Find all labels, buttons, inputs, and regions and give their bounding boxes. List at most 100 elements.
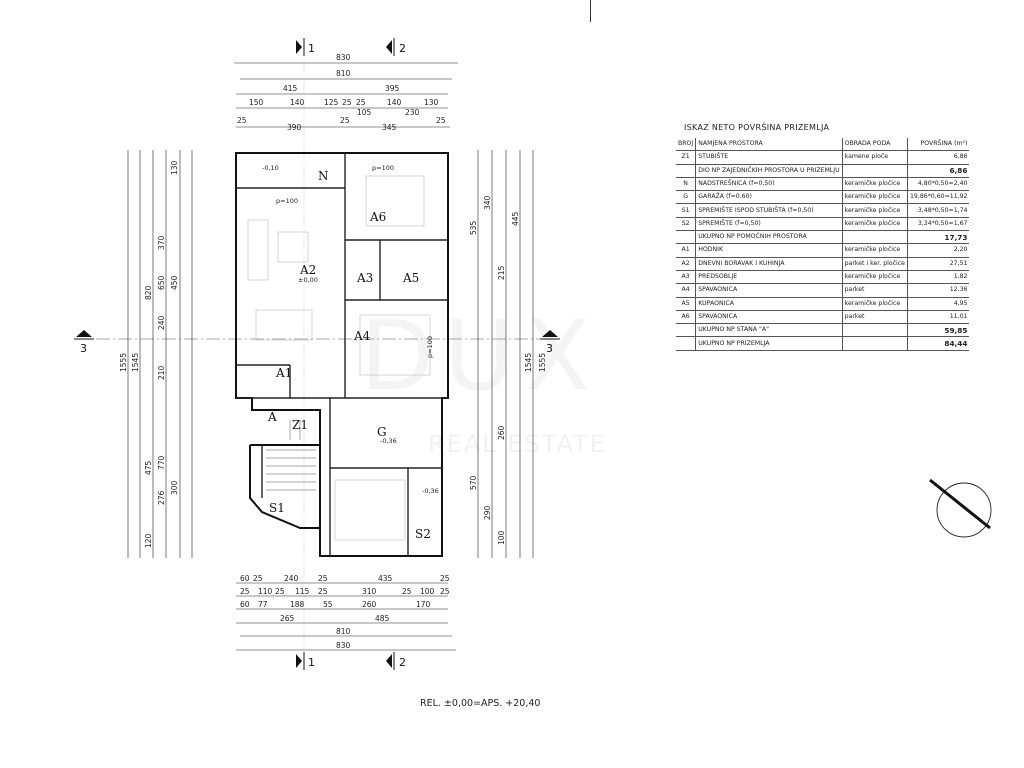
svg-text:110: 110 xyxy=(258,587,273,596)
dim-top-25a: 25 xyxy=(342,98,352,107)
svg-text:820: 820 xyxy=(144,285,153,300)
dim-top-105: 105 xyxy=(357,108,372,117)
svg-text:570: 570 xyxy=(469,475,478,490)
svg-text:240: 240 xyxy=(157,315,166,330)
room-label-n: N xyxy=(318,169,329,183)
dim-bottom-830: 830 xyxy=(336,641,351,650)
dim-top-395: 395 xyxy=(385,84,400,93)
svg-text:300: 300 xyxy=(170,480,179,495)
level-g: -0,36 xyxy=(380,437,397,445)
area-table-header: BROJ NAMJENA PROSTORA OBRADA PODA POVRŠI… xyxy=(676,138,970,152)
level-s2: -0,36 xyxy=(422,487,439,495)
svg-text:770: 770 xyxy=(157,455,166,470)
svg-text:25: 25 xyxy=(318,574,328,583)
svg-text:1545: 1545 xyxy=(524,353,533,372)
svg-text:100: 100 xyxy=(420,587,435,596)
watermark-subtitle: REAL ESTATE xyxy=(428,430,607,458)
height-reference: REL. ±0,00=APS. +20,40 xyxy=(420,698,541,709)
room-label-a1: A1 xyxy=(275,366,292,380)
note-p100-a2: p=100 xyxy=(276,197,298,205)
bottom-dim-labels: 60 25 240 25 435 25 25 110 25 115 25 310… xyxy=(240,574,450,650)
svg-text:130: 130 xyxy=(170,160,179,175)
svg-text:1545: 1545 xyxy=(131,353,140,372)
area-table-total-row: UKUPNO NP STANA "A"59,85 xyxy=(676,323,970,338)
dim-top-130: 130 xyxy=(424,98,439,107)
room-label-a6: A6 xyxy=(369,210,386,224)
dim-top-25b: 25 xyxy=(356,98,366,107)
level-n: -0,10 xyxy=(262,164,279,172)
dim-top-810: 810 xyxy=(336,69,351,78)
dim-top-415: 415 xyxy=(283,84,298,93)
svg-text:77: 77 xyxy=(258,600,268,609)
svg-text:290: 290 xyxy=(483,505,492,520)
level-a2: ±0,00 xyxy=(298,276,318,284)
svg-text:3: 3 xyxy=(546,342,553,355)
svg-text:25: 25 xyxy=(275,587,285,596)
room-label-z1: Z1 xyxy=(292,418,308,432)
svg-text:650: 650 xyxy=(157,275,166,290)
svg-text:265: 265 xyxy=(280,614,295,623)
room-label-a: A xyxy=(267,410,277,424)
section-marker-1-bottom: 1 xyxy=(296,652,315,670)
svg-text:60: 60 xyxy=(240,600,250,609)
svg-text:170: 170 xyxy=(416,600,431,609)
building-outline xyxy=(235,152,449,557)
svg-text:475: 475 xyxy=(144,460,153,475)
room-label-a2: A2 xyxy=(299,263,316,277)
floor-plan: 1 2 1 2 3 3 830 810 415 395 150 140 125 … xyxy=(74,38,560,670)
svg-text:2: 2 xyxy=(399,42,406,55)
svg-text:535: 535 xyxy=(469,220,478,235)
note-p100-a6: p=100 xyxy=(372,164,394,172)
svg-text:3: 3 xyxy=(80,342,87,355)
svg-text:240: 240 xyxy=(284,574,299,583)
svg-text:25: 25 xyxy=(318,587,328,596)
top-dimensions xyxy=(234,62,458,128)
watermark-logo: DUX xyxy=(360,300,600,412)
section-marker-2-top: 2 xyxy=(386,38,406,56)
svg-text:215: 215 xyxy=(497,265,506,280)
svg-text:25: 25 xyxy=(402,587,412,596)
svg-text:120: 120 xyxy=(144,533,153,548)
room-label-a3: A3 xyxy=(356,271,373,285)
dim-bottom-810: 810 xyxy=(336,627,351,636)
svg-text:100: 100 xyxy=(497,530,506,545)
svg-text:188: 188 xyxy=(290,600,305,609)
dim-top-25e: 25 xyxy=(436,116,446,125)
furniture xyxy=(247,175,431,541)
sheet-border xyxy=(590,0,591,22)
interior-walls xyxy=(236,153,448,556)
svg-text:485: 485 xyxy=(375,614,390,623)
svg-text:55: 55 xyxy=(323,600,333,609)
room-label-s2: S2 xyxy=(415,527,431,541)
svg-text:25: 25 xyxy=(253,574,263,583)
staircase xyxy=(266,420,316,491)
svg-text:25: 25 xyxy=(440,587,450,596)
dim-top-230: 230 xyxy=(405,108,420,117)
svg-text:260: 260 xyxy=(497,425,506,440)
svg-text:370: 370 xyxy=(157,235,166,250)
bottom-dimensions xyxy=(236,582,456,651)
svg-text:60: 60 xyxy=(240,574,250,583)
svg-text:260: 260 xyxy=(362,600,377,609)
dim-top-140b: 140 xyxy=(387,98,402,107)
area-table-title: ISKAZ NETO POVRŠINA PRIZEMLJA xyxy=(684,123,830,132)
right-dimensions xyxy=(477,150,534,558)
svg-text:25: 25 xyxy=(440,574,450,583)
dim-top-345: 345 xyxy=(382,123,397,132)
svg-text:340: 340 xyxy=(483,195,492,210)
room-label-a5: A5 xyxy=(402,271,419,285)
svg-text:1555: 1555 xyxy=(119,353,128,372)
right-dim-labels: 535 445 1545 1555 340 570 290 260 215 10… xyxy=(469,195,547,545)
